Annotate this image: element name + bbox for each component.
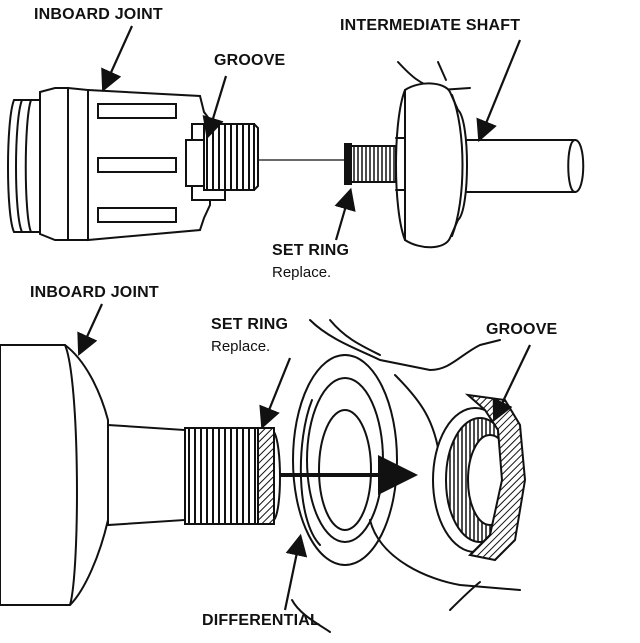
top-set-ring-label: SET RING <box>272 242 350 259</box>
bottom-set-ring-label: SET RING <box>211 316 289 333</box>
top-set-ring-note: Replace. <box>272 264 332 281</box>
bottom-inboard-joint-drawing <box>0 344 281 606</box>
intermediate-shaft-label: INTERMEDIATE SHAFT <box>340 17 521 34</box>
top-groove-label: GROOVE <box>214 52 286 69</box>
differential-label: DIFFERENTIAL <box>202 612 320 629</box>
bottom-inboard-joint-label: INBOARD JOINT <box>30 284 159 301</box>
leader-lines <box>77 25 531 611</box>
top-inboard-joint-drawing <box>7 86 259 242</box>
top-inboard-joint-label: INBOARD JOINT <box>34 6 163 23</box>
bottom-set-ring-note: Replace. <box>211 338 271 355</box>
bottom-groove-label: GROOVE <box>486 321 558 338</box>
intermediate-shaft-drawing <box>344 61 585 249</box>
